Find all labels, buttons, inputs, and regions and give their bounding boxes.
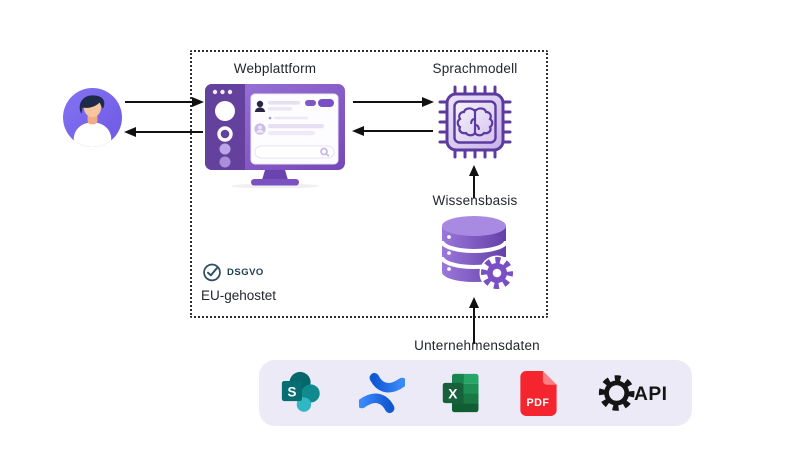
dsgvo-badge: DSGVO: [202, 262, 264, 282]
unternehmensdaten-label: Unternehmensdaten: [414, 338, 540, 353]
svg-text:X: X: [448, 387, 458, 402]
arrow-webplattform-to-sprachmodell: [353, 97, 434, 107]
pdf-icon: PDF: [520, 370, 557, 416]
arrow-unternehmensdaten-to-wissensbasis: [469, 297, 479, 344]
arrow-wissensbasis-to-sprachmodell: [469, 165, 479, 198]
confluence-icon: [359, 372, 406, 414]
wissensbasis-label: Wissensbasis: [432, 193, 518, 208]
sharepoint-icon: S: [281, 371, 320, 412]
chat-monitor-icon: [205, 84, 345, 188]
data-sources-tray: S X: [259, 360, 692, 426]
arrow-sprachmodell-to-webplattform: [352, 126, 433, 136]
database-gear-icon: [440, 216, 515, 291]
dsgvo-label: DSGVO: [227, 266, 264, 278]
arrow-webplattform-to-user: [124, 127, 203, 137]
svg-text:S: S: [287, 384, 296, 399]
sprachmodell-label: Sprachmodell: [432, 61, 518, 76]
check-circle-icon: [203, 263, 221, 282]
webplattform-label: Webplattform: [233, 61, 317, 76]
gear-outline-icon: [598, 375, 635, 411]
ai-chip-brain-icon: [438, 85, 512, 159]
eu-boundary-box: [190, 50, 548, 318]
user-avatar-icon: [63, 88, 122, 147]
arrow-user-to-webplattform: [125, 97, 204, 107]
excel-icon: X: [442, 373, 478, 413]
svg-text:PDF: PDF: [526, 397, 549, 409]
eu-hosted-caption: EU-gehostet: [201, 288, 277, 303]
api-icon: API: [598, 375, 667, 411]
gear-icon: [479, 255, 515, 291]
svg-text:API: API: [634, 384, 667, 405]
